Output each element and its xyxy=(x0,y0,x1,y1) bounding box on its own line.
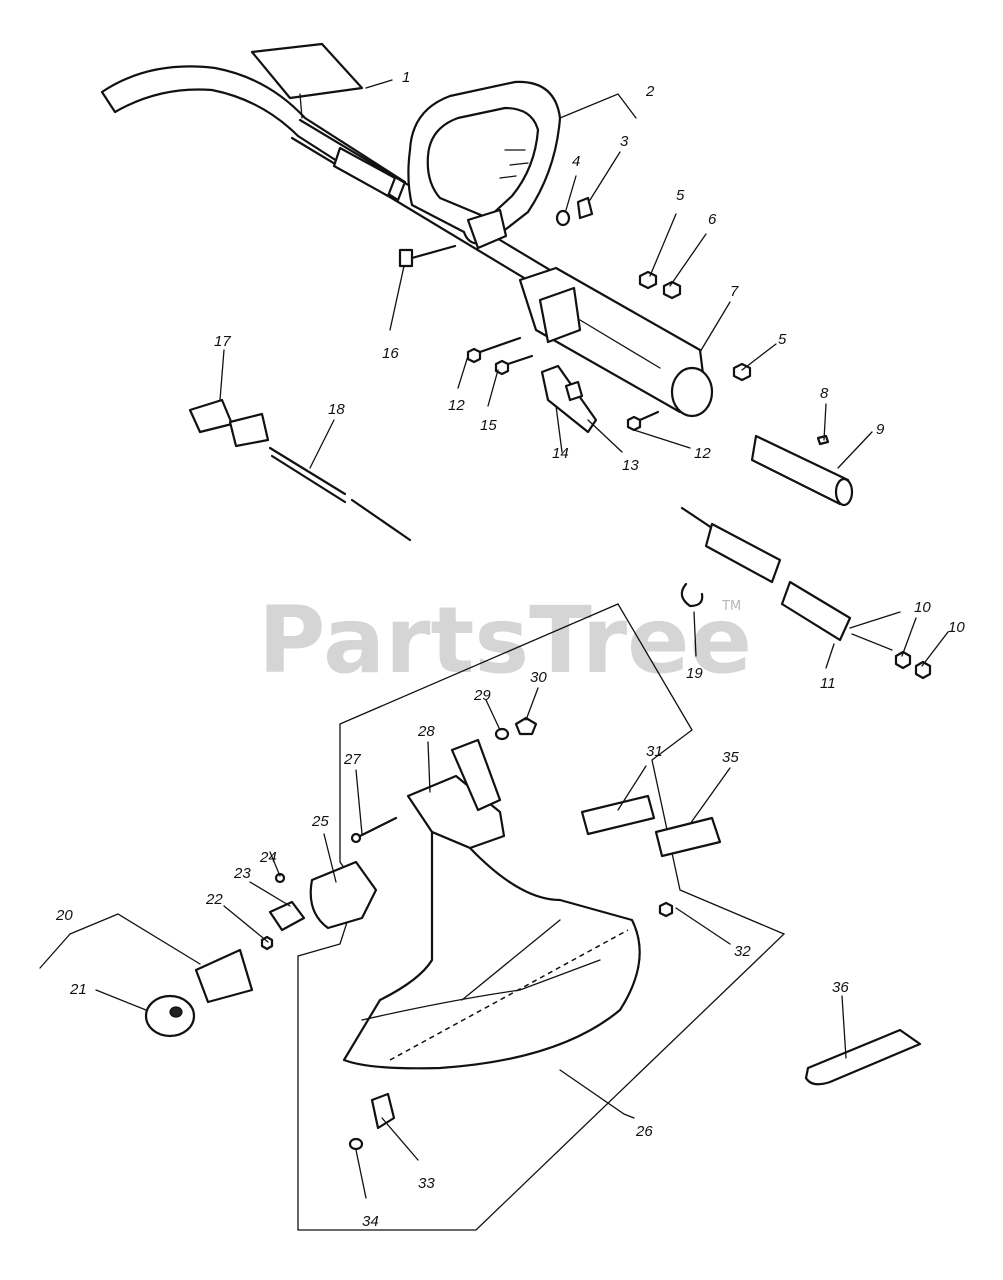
parts-8-9-tube xyxy=(750,434,854,507)
callout-1: 1 xyxy=(402,69,410,86)
callout-9: 9 xyxy=(876,421,885,438)
part-7-throttle-housing xyxy=(518,266,714,418)
callout-4: 4 xyxy=(572,153,580,170)
callout-11: 11 xyxy=(820,675,836,692)
nuts-5-6 xyxy=(638,270,752,382)
callout-21: 21 xyxy=(69,981,87,998)
callout-5a: 5 xyxy=(676,187,685,204)
leader-lines xyxy=(39,79,949,1199)
callout-28: 28 xyxy=(417,723,435,740)
part-28-mounting-bracket xyxy=(406,738,506,850)
screws-12-15 xyxy=(466,336,660,432)
callout-36: 36 xyxy=(832,979,849,996)
parts-33-34-blade-nut xyxy=(348,1092,396,1151)
part-1-label-decal xyxy=(250,42,364,119)
parts-22-23-24-hardware xyxy=(260,872,306,951)
callout-10b: 10 xyxy=(948,619,965,636)
callout-22: 22 xyxy=(205,891,223,908)
callout-8: 8 xyxy=(820,385,829,402)
callout-20: 20 xyxy=(55,907,73,924)
callout-16: 16 xyxy=(382,345,399,362)
callout-18: 18 xyxy=(328,401,345,418)
callout-25: 25 xyxy=(311,813,329,830)
watermark-trademark: TM xyxy=(721,599,741,614)
parts-29-30-washer-wingnut xyxy=(494,716,538,741)
callout-10a: 10 xyxy=(914,599,931,616)
callout-12a: 12 xyxy=(448,397,465,414)
callout-6: 6 xyxy=(708,211,717,228)
parts-13-14-trigger xyxy=(540,364,598,434)
callout-2: 2 xyxy=(645,83,655,100)
callout-23: 23 xyxy=(233,865,251,882)
callout-29: 29 xyxy=(473,687,491,704)
callout-17: 17 xyxy=(214,333,231,350)
watermark-text: PartsTree xyxy=(258,587,752,694)
callout-3: 3 xyxy=(620,133,629,150)
part-2-loop-handle xyxy=(407,80,562,250)
callout-33: 33 xyxy=(418,1175,435,1192)
callout-35: 35 xyxy=(722,749,739,766)
part-25-spool-housing xyxy=(309,860,378,930)
part-32-screw xyxy=(658,901,674,918)
callout-19: 19 xyxy=(686,665,703,682)
callout-26: 26 xyxy=(635,1123,653,1140)
callout-7: 7 xyxy=(730,283,739,300)
decals-31-35 xyxy=(580,794,722,858)
part-16-bolt xyxy=(398,244,457,268)
callout-27: 27 xyxy=(343,751,361,768)
callout-31: 31 xyxy=(646,743,663,760)
parts-17-18-drive-shaft xyxy=(188,398,412,542)
part-3-4-hardware xyxy=(555,196,594,227)
callout-5b: 5 xyxy=(778,331,787,348)
callout-labels: 1 2 3 4 5 6 7 5 8 9 10 10 11 12 12 13 14… xyxy=(55,69,965,1230)
parts-20-21-trimmer-head xyxy=(144,948,254,1038)
callout-34: 34 xyxy=(362,1213,379,1230)
callout-24: 24 xyxy=(259,849,277,866)
part-36-wrench xyxy=(804,1028,922,1086)
part-26-shield xyxy=(342,830,641,1070)
callout-13: 13 xyxy=(622,457,639,474)
callout-15: 15 xyxy=(480,417,497,434)
callout-32: 32 xyxy=(734,943,751,960)
callout-30: 30 xyxy=(530,669,547,686)
part-27-bolt xyxy=(350,816,398,844)
callout-14: 14 xyxy=(552,445,569,462)
parts-10-11-19-cable xyxy=(680,506,932,680)
callout-12b: 12 xyxy=(694,445,711,462)
